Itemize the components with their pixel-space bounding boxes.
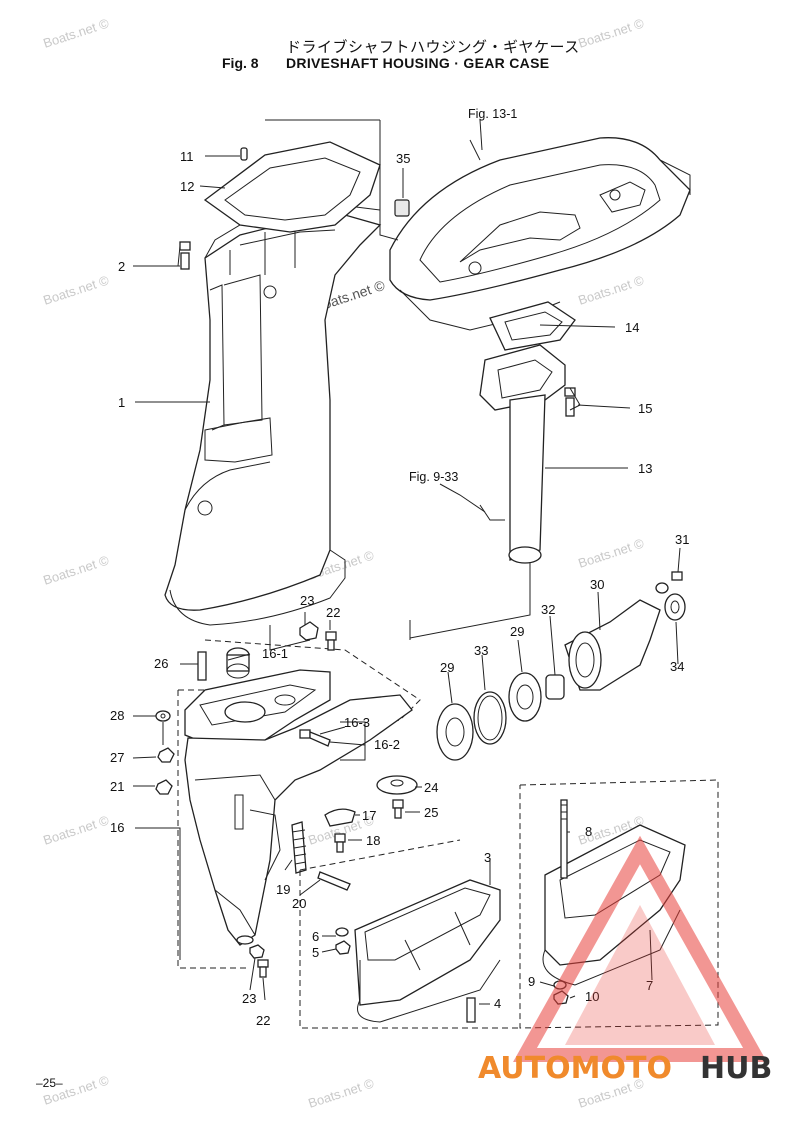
callout-16-1: 16-1 xyxy=(262,646,288,661)
callout-29-right: 29 xyxy=(510,624,524,639)
watermark: Boats.net © xyxy=(576,535,646,570)
callout-24: 24 xyxy=(424,780,438,795)
callout-8: 8 xyxy=(585,824,592,839)
callout-16: 16 xyxy=(110,820,124,835)
logo-text-secondary: HUB xyxy=(700,1051,772,1086)
callout-27: 27 xyxy=(110,750,124,765)
watermark: Boats.net © xyxy=(41,552,111,587)
leader-lines xyxy=(132,119,681,1005)
callout-13: 13 xyxy=(638,461,652,476)
callout-10: 10 xyxy=(585,989,599,1004)
callout-23-upper: 23 xyxy=(300,593,314,608)
callout-18: 18 xyxy=(366,833,380,848)
callout-9: 9 xyxy=(528,974,535,989)
callout-2: 2 xyxy=(118,259,125,274)
figure-number: Fig. 8 xyxy=(222,55,259,71)
callout-22-upper: 22 xyxy=(326,605,340,620)
callout-15: 15 xyxy=(638,401,652,416)
logo-text-primary: AUTOMOTO xyxy=(478,1051,672,1086)
callout-19: 19 xyxy=(276,882,290,897)
callout-11: 11 xyxy=(180,149,194,164)
callout-17: 17 xyxy=(362,808,376,823)
watermark: Boats.net © xyxy=(41,272,111,307)
callout-34: 34 xyxy=(670,659,684,674)
watermark: Boats.net © xyxy=(41,812,111,847)
callout-6: 6 xyxy=(312,929,319,944)
callout-29-left: 29 xyxy=(440,660,454,675)
callout-30: 30 xyxy=(590,577,604,592)
callout-16-3: 16-3 xyxy=(344,715,370,730)
watermark: Boats.net © xyxy=(41,15,111,50)
extension-drawing-left xyxy=(299,839,520,1029)
callout-33: 33 xyxy=(474,643,488,658)
driveshaft-housing-drawing xyxy=(164,204,382,626)
watermark: Boats.net © xyxy=(576,15,646,50)
callout-4: 4 xyxy=(494,996,501,1011)
callout-14: 14 xyxy=(625,320,639,335)
callout-12: 12 xyxy=(180,179,194,194)
reference-fig-9-33: Fig. 9-33 xyxy=(409,470,458,484)
callout-35: 35 xyxy=(396,151,410,166)
callout-23-lower: 23 xyxy=(242,991,256,1006)
callout-26: 26 xyxy=(154,656,168,671)
gasket-drawing xyxy=(203,141,381,233)
callout-28: 28 xyxy=(110,708,124,723)
logo-triangle-icon xyxy=(513,835,767,1062)
engine-pan-drawing xyxy=(389,137,691,331)
callout-25: 25 xyxy=(424,805,438,820)
callout-20: 20 xyxy=(292,896,306,911)
callout-16-2: 16-2 xyxy=(374,737,400,752)
callout-32: 32 xyxy=(541,602,555,617)
callout-3: 3 xyxy=(484,850,491,865)
bearing-group-drawing xyxy=(436,571,686,761)
callout-22-lower: 22 xyxy=(256,1013,270,1028)
reference-fig-13-1: Fig. 13-1 xyxy=(468,107,517,121)
title-english: DRIVESHAFT HOUSING · GEAR CASE xyxy=(286,55,550,71)
automotohub-logo: AUTOMOTO HUB xyxy=(478,835,772,1086)
callout-7: 7 xyxy=(646,978,653,993)
exhaust-tube-drawing xyxy=(479,301,576,564)
callout-1: 1 xyxy=(118,395,125,410)
callout-5: 5 xyxy=(312,945,319,960)
watermark: Boats.net © xyxy=(306,1075,376,1110)
callout-labels: 11 12 2 1 35 14 15 13 23 22 26 16-1 28 1… xyxy=(110,107,689,1028)
gear-case-drawing xyxy=(177,639,421,969)
callout-31: 31 xyxy=(675,532,689,547)
title-japanese: ドライブシャフトハウジング・ギヤケース xyxy=(286,38,580,56)
callout-21: 21 xyxy=(110,779,124,794)
watermark: Boats.net © xyxy=(576,272,646,307)
page-number: –25– xyxy=(36,1076,63,1090)
